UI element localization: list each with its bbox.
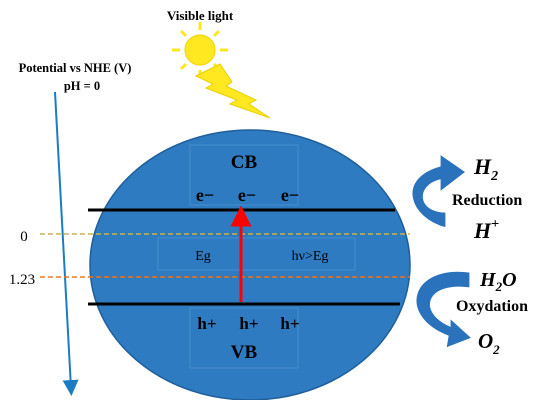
vb-box — [189, 307, 299, 369]
cb-box — [189, 144, 299, 206]
photon-energy-label: hν>Eg — [292, 249, 329, 264]
potential-axis — [54, 91, 79, 396]
hole-label: h+ — [239, 314, 258, 333]
h2-product-label: H2 — [473, 154, 498, 184]
tick-label-0: 0 — [20, 229, 28, 245]
electron-label: e− — [281, 185, 299, 205]
cb-label: CB — [231, 152, 258, 173]
lightning-bolt-icon — [194, 63, 271, 119]
reduction-label: Reduction — [452, 192, 522, 209]
gap-box — [157, 237, 356, 271]
electron-label: e− — [196, 185, 214, 205]
semiconductor-particle — [89, 129, 411, 400]
o2-product-label: O2 — [478, 329, 500, 357]
vb-label: VB — [231, 342, 258, 363]
electron-label: e− — [238, 185, 256, 205]
axis-subtitle: pH = 0 — [64, 79, 100, 93]
reduction-arrow-icon — [411, 152, 468, 229]
band-gap-label: Eg — [195, 249, 211, 264]
oxidation-arrow-icon — [415, 270, 474, 349]
water-reactant-label: H2O — [479, 269, 517, 294]
proton-reactant-label: H+ — [473, 217, 499, 243]
visible-light-label: Visible light — [167, 8, 234, 23]
tick-label-1-23: 1.23 — [9, 272, 35, 288]
hole-label: h+ — [197, 314, 216, 333]
oxidation-label: Oxydation — [456, 298, 528, 315]
hole-label: h+ — [280, 314, 299, 333]
axis-title: Potential vs NHE (V) — [19, 61, 132, 75]
